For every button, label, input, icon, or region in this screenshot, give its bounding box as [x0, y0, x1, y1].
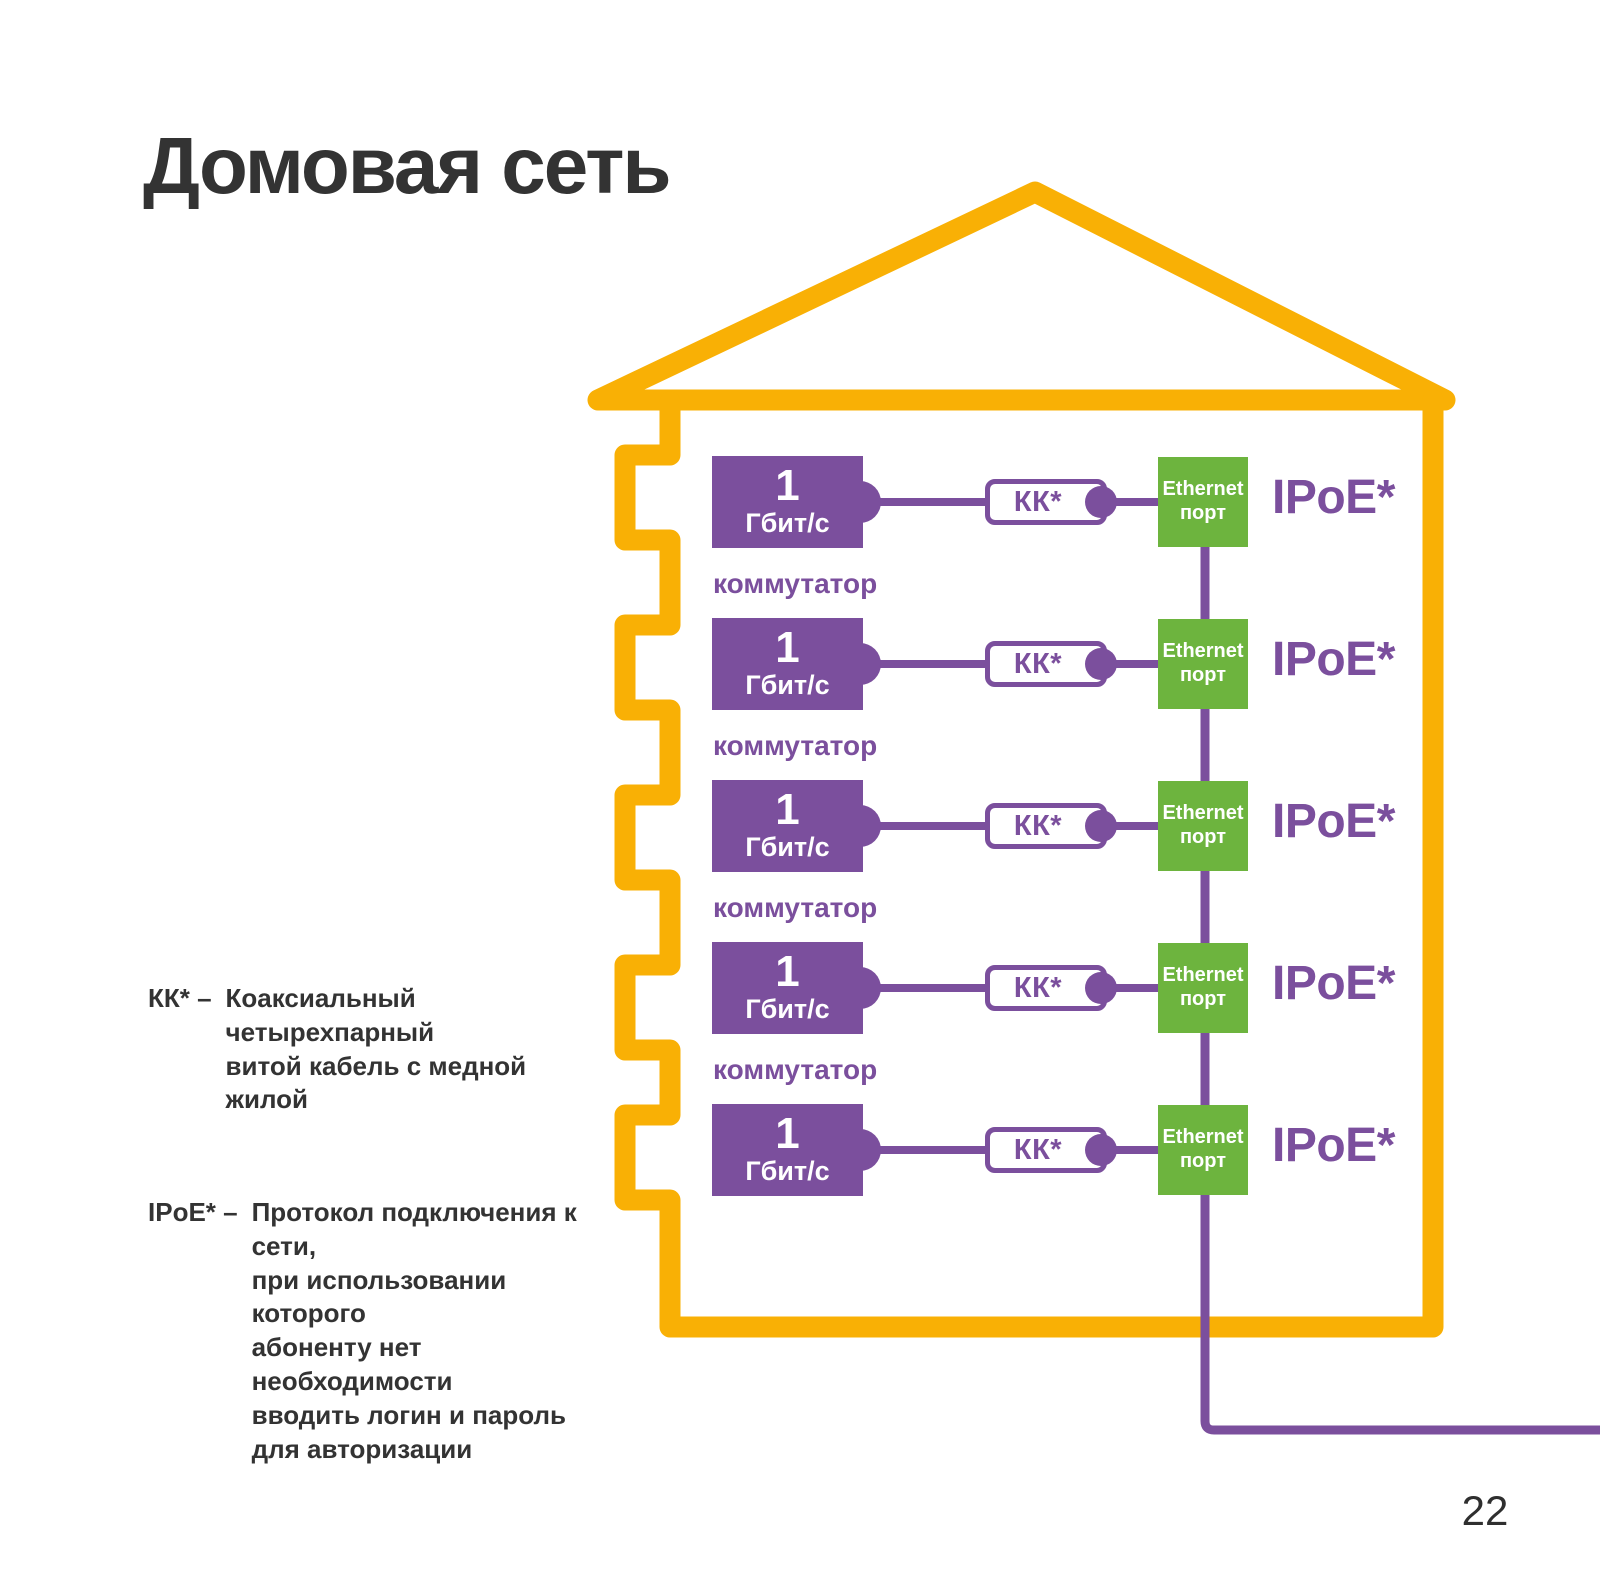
ethernet-port-label-line1: Ethernet — [1162, 640, 1244, 663]
cable-connector-icon — [1085, 648, 1117, 680]
switch-caption: коммутатор — [713, 568, 878, 599]
cable-connector-icon — [1085, 486, 1117, 518]
protocol-label: IPoE* — [1272, 795, 1395, 848]
switch-speed-value: 1 — [775, 785, 800, 835]
footnote-ipoe: IPoE* – Протокол подключения к сети, при… — [148, 1196, 608, 1466]
switch-caption: коммутатор — [713, 892, 878, 923]
cable-connector-icon — [1085, 972, 1117, 1004]
floor-unit: 1 Гбит/с КК* Ethernet порт IPoE* коммута… — [0, 780, 1600, 940]
ethernet-port-box: Ethernet порт — [1158, 943, 1248, 1033]
floor-unit: 1 Гбит/с КК* Ethernet порт IPoE* коммута… — [0, 456, 1600, 616]
protocol-label: IPoE* — [1272, 633, 1395, 686]
cable-connector-icon — [1085, 810, 1117, 842]
footnote-kk: КК* – Коаксиальный четырехпарный витой к… — [148, 982, 588, 1117]
ethernet-port-box: Ethernet порт — [1158, 1105, 1248, 1195]
ethernet-port-label-line2: порт — [1179, 988, 1227, 1010]
switch-box: 1 Гбит/с — [712, 780, 863, 872]
ethernet-port-label-line1: Ethernet — [1162, 478, 1244, 501]
switch-box: 1 Гбит/с — [712, 1104, 863, 1196]
footnote-ipoe-term: IPoE* – — [148, 1197, 238, 1227]
switch-caption: коммутатор — [713, 730, 878, 761]
switch-box: 1 Гбит/с — [712, 618, 863, 710]
ethernet-port-label-line2: порт — [1179, 1150, 1227, 1172]
floor-unit: 1 Гбит/с КК* Ethernet порт IPoE* коммута… — [0, 618, 1600, 778]
protocol-label: IPoE* — [1272, 1119, 1395, 1172]
ethernet-port-label-line2: порт — [1179, 826, 1227, 848]
switch-speed-unit: Гбит/с — [745, 670, 830, 701]
ethernet-port-label-line1: Ethernet — [1162, 964, 1244, 987]
ethernet-port-label-line2: порт — [1179, 664, 1227, 686]
backbone-riser-line — [1200, 497, 1600, 1435]
page-number: 22 — [1461, 1487, 1509, 1534]
switch-box: 1 Гбит/с — [712, 942, 863, 1034]
switch-caption: коммутатор — [713, 1054, 878, 1085]
switch-speed-unit: Гбит/с — [745, 508, 830, 539]
footnote-kk-definition: Коаксиальный четырехпарный витой кабель … — [225, 983, 527, 1115]
switch-speed-value: 1 — [775, 1109, 800, 1159]
ethernet-port-box: Ethernet порт — [1158, 781, 1248, 871]
ethernet-port-label-line1: Ethernet — [1162, 802, 1244, 825]
floor-unit: 1 Гбит/с КК* Ethernet порт IPoE* — [0, 1104, 1600, 1264]
cable-connector-icon — [1085, 1134, 1117, 1166]
house-roof-outline — [587, 181, 1456, 411]
cable-label: КК* — [1013, 647, 1063, 680]
switch-box: 1 Гбит/с — [712, 456, 863, 548]
footnote-kk-term: КК* – — [148, 983, 212, 1013]
switch-speed-unit: Гбит/с — [745, 1156, 830, 1187]
page-title: Домовая сеть — [143, 121, 672, 210]
switch-speed-value: 1 — [775, 461, 800, 511]
protocol-label: IPoE* — [1272, 957, 1395, 1010]
cable-label: КК* — [1013, 485, 1063, 518]
switch-speed-value: 1 — [775, 947, 800, 997]
cable-label: КК* — [1013, 809, 1063, 842]
ethernet-port-box: Ethernet порт — [1158, 457, 1248, 547]
ethernet-port-label-line2: порт — [1179, 502, 1227, 524]
cable-label: КК* — [1013, 971, 1063, 1004]
switch-speed-unit: Гбит/с — [745, 994, 830, 1025]
cable-label: КК* — [1013, 1133, 1063, 1166]
floor-unit: 1 Гбит/с КК* Ethernet порт IPoE* коммута… — [0, 942, 1600, 1102]
ethernet-port-label-line1: Ethernet — [1162, 1126, 1244, 1149]
switch-speed-unit: Гбит/с — [745, 832, 830, 863]
footnote-ipoe-definition: Протокол подключения к сети, при использ… — [251, 1197, 577, 1464]
protocol-label: IPoE* — [1272, 471, 1395, 524]
ethernet-port-box: Ethernet порт — [1158, 619, 1248, 709]
switch-speed-value: 1 — [775, 623, 800, 673]
house-walls-outline — [614, 389, 1444, 1338]
